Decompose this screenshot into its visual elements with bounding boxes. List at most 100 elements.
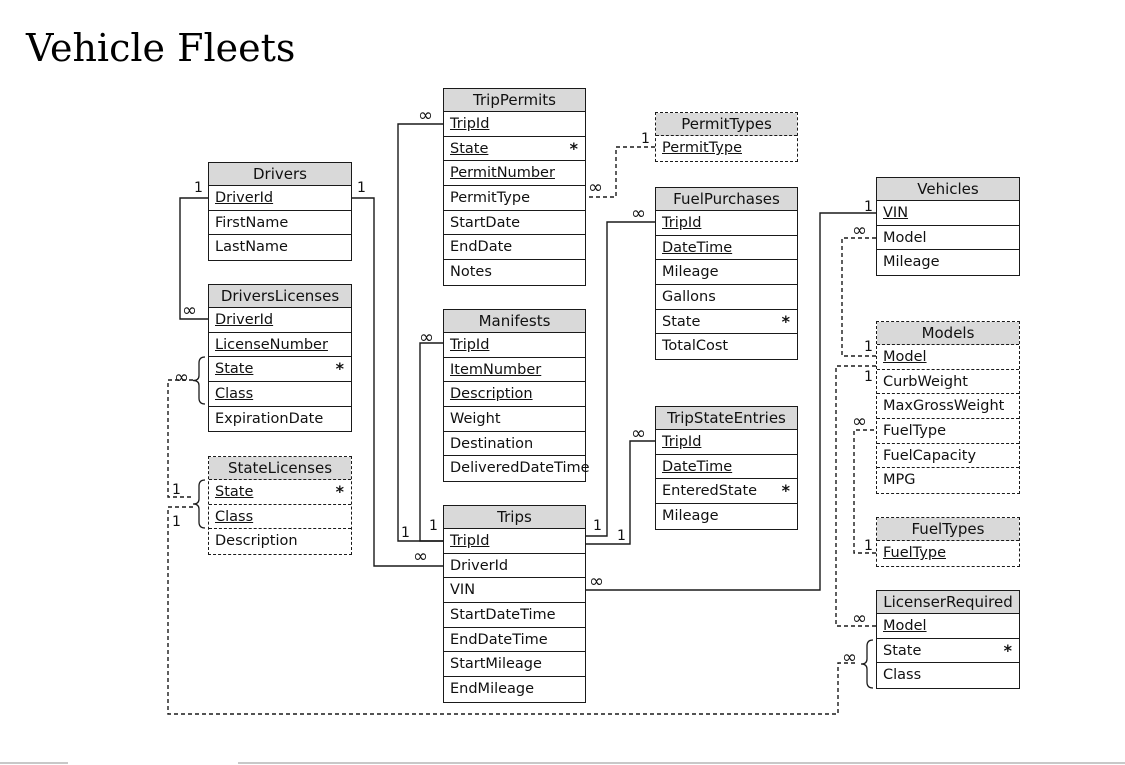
table-field: LastName: [209, 235, 351, 260]
relationship-line: [586, 221, 655, 537]
field-name: TripId: [662, 434, 702, 450]
required-star-icon: *: [335, 359, 344, 379]
key-brace: [860, 639, 874, 689]
table-field: PermitType: [656, 136, 797, 161]
required-star-icon: *: [1003, 640, 1012, 660]
field-name: State: [883, 642, 922, 659]
table-field: TripId: [444, 333, 585, 358]
table-field: Class: [877, 663, 1019, 688]
table-field: DriverId: [209, 186, 351, 211]
field-name: Mileage: [662, 508, 719, 525]
cardinality-one-label: 1: [194, 180, 203, 196]
cardinality-one-label: 1: [172, 482, 181, 498]
relationship-line: [586, 146, 655, 198]
table-field: PermitType: [444, 186, 585, 211]
table-field: State*: [656, 310, 797, 335]
table-field: State*: [209, 357, 351, 383]
table-field: PermitNumber: [444, 161, 585, 187]
field-name: PermitType: [662, 140, 742, 156]
field-name: DateTime: [662, 239, 733, 256]
field-name: Mileage: [662, 264, 719, 281]
table-field: FirstName: [209, 211, 351, 236]
field-name: MPG: [883, 472, 916, 489]
table-field: State *: [877, 639, 1019, 664]
table-field: TripId: [444, 112, 585, 137]
field-name: PermitNumber: [450, 165, 555, 182]
table-field: MPG: [877, 468, 1019, 493]
field-name: LastName: [215, 239, 288, 256]
field-name: Class: [883, 667, 922, 684]
field-name: TripId: [662, 215, 702, 231]
field-name: TotalCost: [662, 338, 729, 355]
table-field: EnteredState*: [656, 479, 797, 505]
field-name: FuelType: [883, 423, 946, 440]
field-name: ItemNumber: [450, 361, 542, 378]
required-star-icon: *: [335, 482, 344, 501]
field-name: State: [215, 484, 254, 500]
cardinality-one-label: 1: [401, 525, 410, 541]
field-name: Description: [215, 533, 298, 550]
table-header: Trips: [444, 506, 585, 529]
field-name: Model: [883, 618, 927, 634]
required-star-icon: *: [569, 138, 578, 158]
field-name: MaxGrossWeight: [883, 398, 1005, 415]
relationship-line: [179, 197, 208, 320]
relationship-line: [586, 212, 876, 591]
relationship-line: [419, 342, 443, 542]
table-field: State*: [444, 137, 585, 162]
table-field: State *: [209, 480, 351, 505]
required-star-icon: *: [781, 481, 790, 501]
cardinality-many-label: ∞: [418, 105, 433, 126]
table-field: Mileage: [656, 504, 797, 529]
footer-rule-left: [0, 762, 68, 764]
field-name: TripId: [450, 116, 490, 132]
table-field: DriverId: [444, 554, 585, 579]
table-field: VIN: [444, 578, 585, 604]
field-name: Class: [215, 508, 254, 525]
table-field: Mileage: [656, 260, 797, 286]
relationship-line: [167, 506, 858, 715]
cardinality-one-label: 1: [172, 514, 181, 530]
cardinality-one-label: 1: [593, 518, 602, 534]
field-name: EndDate: [450, 239, 513, 256]
table-field: FuelType: [877, 419, 1019, 444]
field-name: FuelType: [883, 545, 946, 561]
field-name: Notes: [450, 264, 492, 281]
table-header: FuelTypes: [877, 518, 1019, 541]
table-field: Model: [877, 614, 1019, 639]
table-header: PermitTypes: [656, 113, 797, 136]
field-name: FirstName: [215, 214, 289, 231]
table-header: FuelPurchases: [656, 188, 797, 211]
cardinality-one-label: 1: [864, 199, 873, 215]
cardinality-one-label: 1: [641, 131, 650, 147]
table-field: Class: [209, 382, 351, 407]
table-field: TripId: [444, 529, 585, 554]
table-field: EndMileage: [444, 677, 585, 702]
field-name: CurbWeight: [883, 373, 968, 390]
table-field: DateTime: [656, 236, 797, 261]
field-name: ExpirationDate: [215, 410, 324, 427]
cardinality-many-label: ∞: [852, 608, 867, 629]
cardinality-many-label: ∞: [419, 327, 434, 348]
table-field: EndDate: [444, 235, 585, 261]
relationship-line: [167, 379, 193, 498]
table-field: DateTime: [656, 455, 797, 480]
table-header: DriversLicenses: [209, 285, 351, 308]
table-field: Gallons: [656, 285, 797, 310]
field-name: Gallons: [662, 289, 716, 306]
table-field: Notes: [444, 260, 585, 285]
field-name: Destination: [450, 435, 534, 452]
relationship-line: [841, 237, 876, 357]
table-field: ItemNumber: [444, 358, 585, 383]
cardinality-one-label: 1: [617, 528, 626, 544]
field-name: DriverId: [450, 557, 509, 574]
cardinality-many-label: ∞: [852, 220, 867, 241]
field-name: Model: [883, 349, 927, 365]
